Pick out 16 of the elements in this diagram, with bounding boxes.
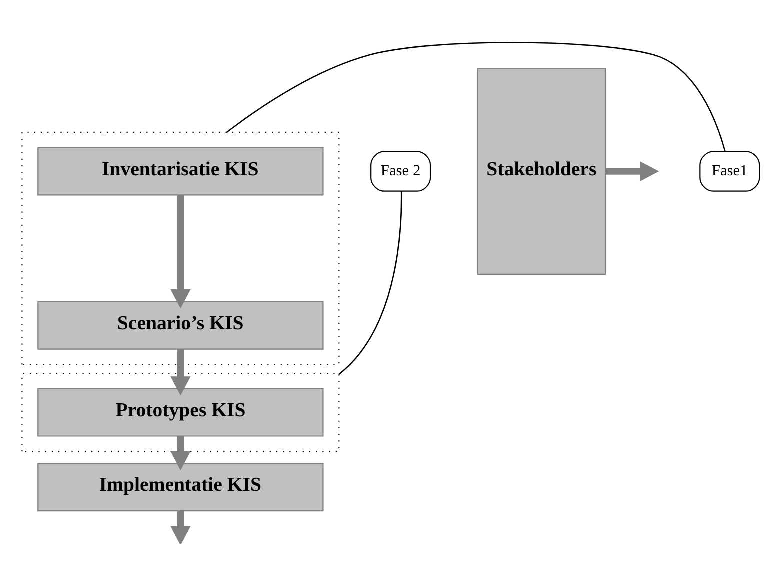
arrow — [170, 194, 190, 308]
arrow — [170, 348, 190, 396]
node-box: Prototypes KIS — [37, 388, 324, 436]
arrow — [170, 510, 190, 544]
arrow — [170, 436, 190, 470]
cluster — [21, 131, 340, 365]
connector — [226, 41, 726, 151]
arrow — [605, 160, 659, 182]
node-box: Stakeholders — [476, 68, 606, 274]
node-box: Fase 2 — [370, 150, 431, 192]
node-box: Implementatie KIS — [37, 462, 324, 512]
connector — [338, 190, 402, 374]
cluster — [21, 372, 340, 452]
node-box: Scenario’s KIS — [37, 300, 324, 350]
node-box: Inventarisatie KIS — [37, 146, 324, 196]
node-box: Fase1 — [699, 150, 760, 192]
